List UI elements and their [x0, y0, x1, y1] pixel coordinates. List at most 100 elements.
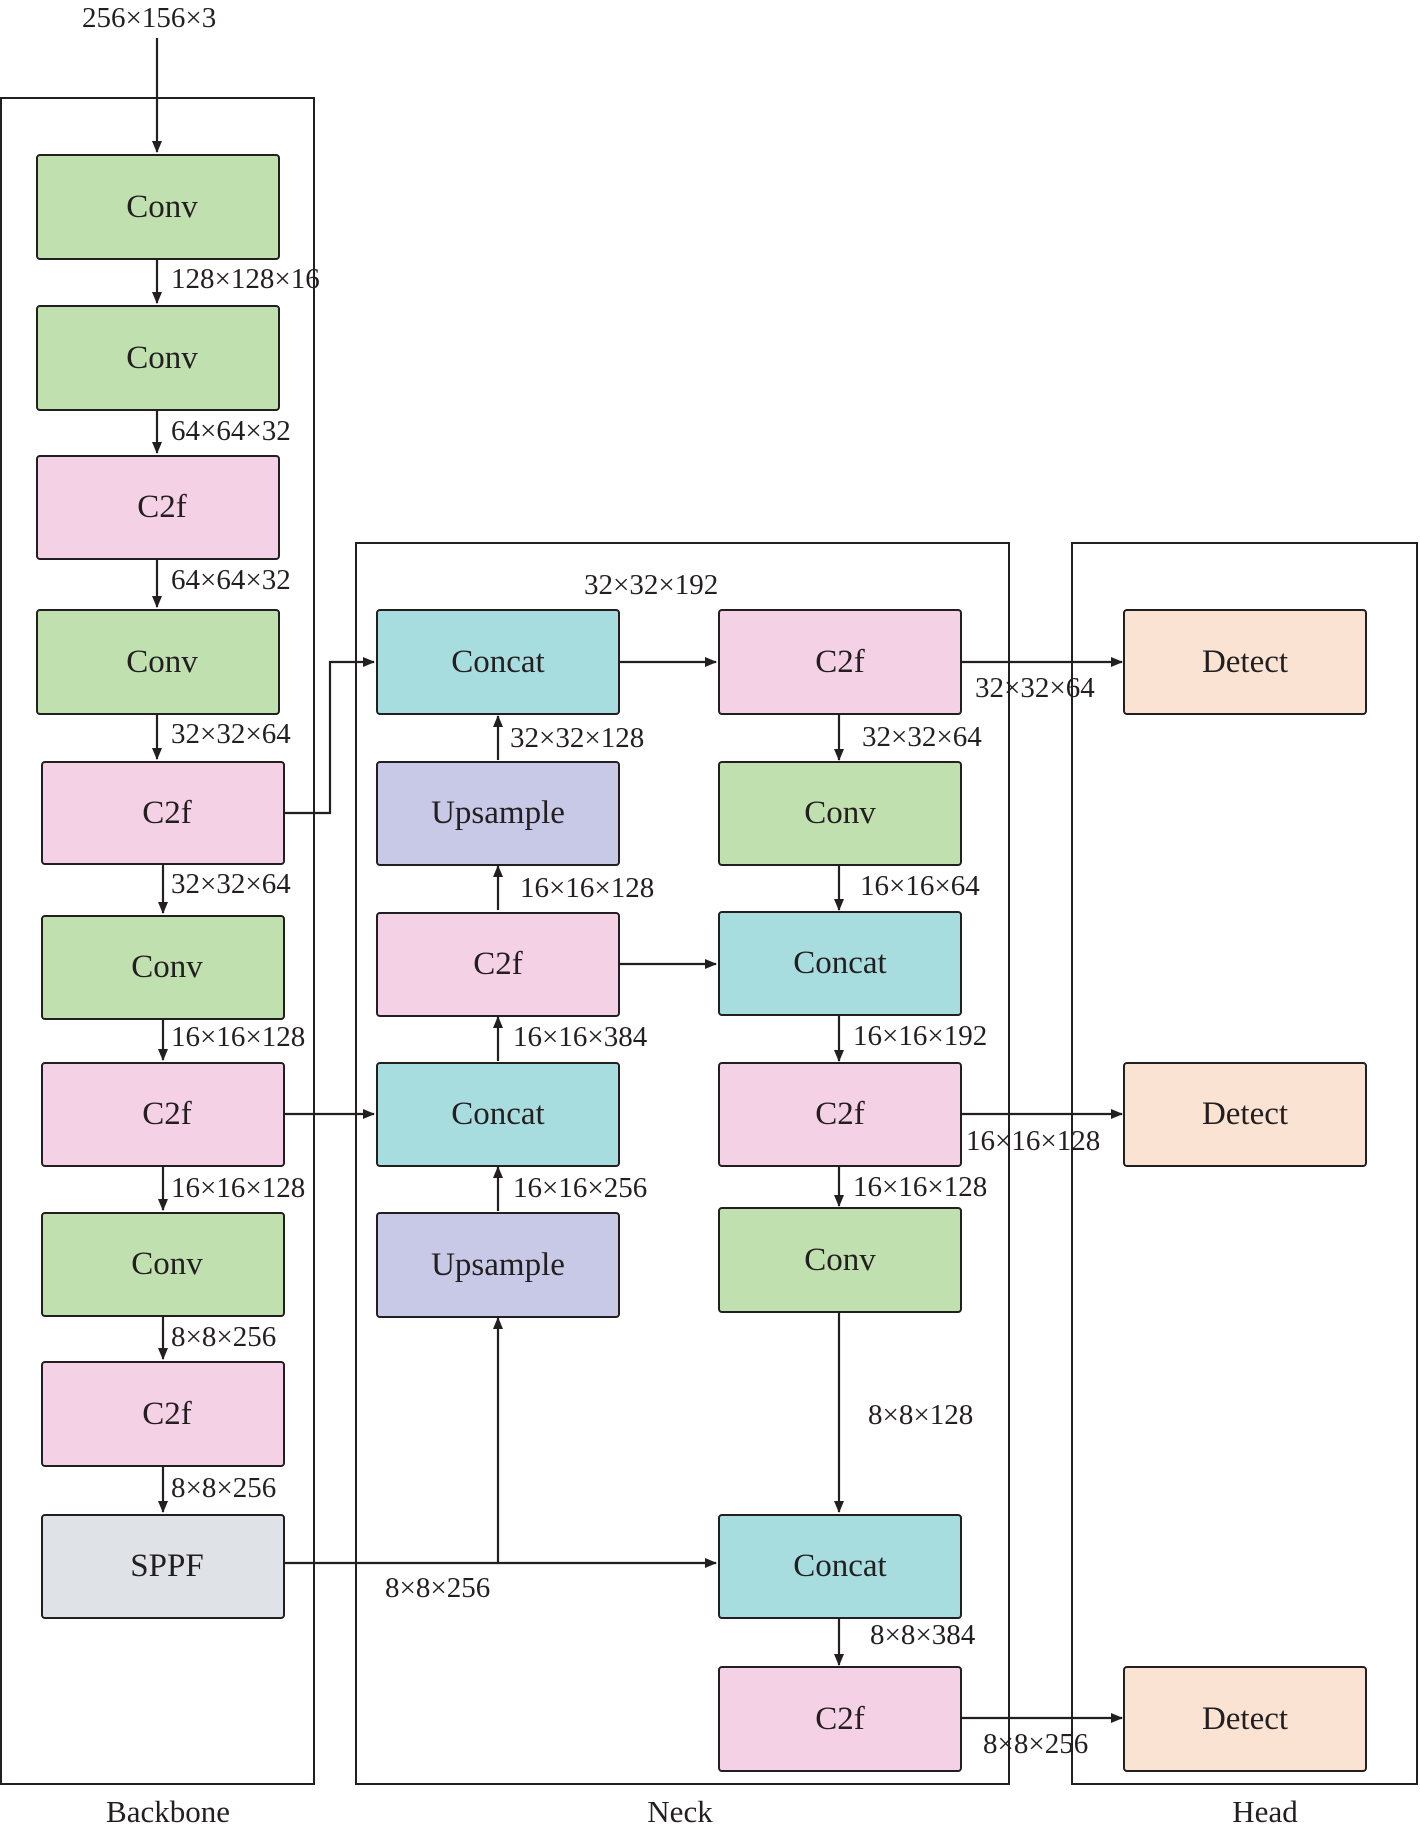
block-fill-detect — [1123, 609, 1367, 715]
block-fill-sppf — [41, 1514, 285, 1619]
c2f-block: C2f — [41, 1361, 285, 1467]
conv-block: Conv — [36, 609, 280, 715]
svg-text:Conv: Conv — [131, 1246, 203, 1282]
svg-text:Conv: Conv — [126, 340, 198, 376]
block-fill-c2f — [36, 455, 280, 560]
svg-text:Detect: Detect — [1202, 1701, 1288, 1737]
dim-label: 8×8×384 — [870, 1619, 976, 1651]
svg-text:Concat: Concat — [451, 1096, 544, 1132]
upsample-block: Upsample — [376, 761, 620, 866]
svg-text:Conv: Conv — [804, 795, 876, 831]
block-fill-c2f — [41, 761, 285, 865]
svg-text:Upsample: Upsample — [431, 1247, 565, 1283]
svg-text:C2f: C2f — [142, 795, 192, 831]
dim-label: 64×64×32 — [171, 564, 291, 596]
c2f-block: C2f — [718, 1062, 962, 1167]
c2f-block: C2f — [36, 455, 280, 560]
conv-block: Conv — [41, 915, 285, 1020]
block-fill-conv — [718, 1207, 962, 1313]
block-fill-concat — [718, 911, 962, 1016]
block-fill-concat — [376, 609, 620, 715]
dim-label: 32×32×64 — [862, 721, 982, 753]
dim-label: 16×16×384 — [513, 1021, 648, 1053]
block-fill-concat — [718, 1514, 962, 1619]
svg-text:Detect: Detect — [1202, 644, 1288, 680]
dim-label: 16×16×128 — [520, 872, 654, 904]
dim-label: 8×8×256 — [385, 1572, 490, 1604]
dim-label: 8×8×256 — [171, 1321, 276, 1353]
block-fill-c2f — [718, 609, 962, 715]
block-fill-c2f — [718, 1062, 962, 1167]
dim-label: 16×16×64 — [860, 870, 980, 902]
concat-block: Concat — [376, 609, 620, 715]
svg-text:C2f: C2f — [815, 644, 865, 680]
svg-text:C2f: C2f — [142, 1096, 192, 1132]
c2f-block: C2f — [376, 912, 620, 1017]
dim-label: 16×16×128 — [171, 1172, 305, 1204]
conv-block: Conv — [36, 154, 280, 260]
block-fill-detect — [1123, 1062, 1367, 1167]
svg-text:Conv: Conv — [131, 949, 203, 985]
detect-block: Detect — [1123, 1666, 1367, 1772]
svg-text:C2f: C2f — [137, 489, 187, 525]
svg-text:Concat: Concat — [451, 644, 544, 680]
head-title: Head — [1232, 1794, 1298, 1829]
connectors — [152, 38, 1123, 1723]
edge-c2f2-concat-a — [285, 657, 375, 815]
concat-block: Concat — [718, 1514, 962, 1619]
backbone-title: Backbone — [106, 1794, 230, 1829]
block-fill-upsample — [376, 1212, 620, 1318]
neck-title: Neck — [647, 1794, 713, 1829]
svg-text:Conv: Conv — [804, 1242, 876, 1278]
detect-block: Detect — [1123, 609, 1367, 715]
block-fill-c2f — [376, 912, 620, 1017]
svg-text:C2f: C2f — [815, 1701, 865, 1737]
block-fill-concat — [376, 1062, 620, 1167]
svg-text:Detect: Detect — [1202, 1096, 1288, 1132]
dim-label: 128×128×16 — [171, 263, 320, 295]
svg-text:Conv: Conv — [126, 189, 198, 225]
dim-label: 8×8×256 — [983, 1728, 1088, 1760]
svg-text:Concat: Concat — [793, 1548, 886, 1584]
c2f-block: C2f — [41, 761, 285, 865]
conv-block: Conv — [718, 1207, 962, 1313]
dim-label: 16×16×256 — [513, 1172, 647, 1204]
concat-block: Concat — [718, 911, 962, 1016]
conv-block: Conv — [718, 761, 962, 866]
block-fill-c2f — [41, 1062, 285, 1167]
block-fill-c2f — [718, 1666, 962, 1772]
dim-label: 8×8×128 — [868, 1399, 973, 1431]
sppf-block: SPPF — [41, 1514, 285, 1619]
dim-label: 8×8×256 — [171, 1472, 276, 1504]
block-fill-conv — [36, 305, 280, 411]
svg-text:SPPF: SPPF — [130, 1548, 203, 1584]
dim-label: 16×16×128 — [853, 1171, 987, 1203]
upsample-block: Upsample — [376, 1212, 620, 1318]
dim-label: 16×16×128 — [966, 1125, 1100, 1157]
head-panel — [1071, 542, 1418, 1785]
svg-text:C2f: C2f — [815, 1096, 865, 1132]
concat-block: Concat — [376, 1062, 620, 1167]
input-shape-label: 256×156×3 — [82, 2, 216, 34]
block-fill-conv — [718, 761, 962, 866]
dimension-labels: 128×128×16 64×64×32 64×64×32 32×32×64 32… — [171, 263, 1100, 1760]
dim-label: 32×32×192 — [584, 569, 718, 601]
svg-text:C2f: C2f — [142, 1396, 192, 1432]
block-fill-upsample — [376, 761, 620, 866]
dim-label: 32×32×64 — [171, 868, 291, 900]
dim-label: 32×32×64 — [975, 672, 1095, 704]
conv-block: Conv — [41, 1212, 285, 1317]
dim-label: 16×16×128 — [171, 1021, 305, 1053]
block-fill-conv — [41, 915, 285, 1020]
detect-block: Detect — [1123, 1062, 1367, 1167]
block-fill-detect — [1123, 1666, 1367, 1772]
block-fill-conv — [36, 154, 280, 260]
block-fill-c2f — [41, 1361, 285, 1467]
c2f-block: C2f — [718, 1666, 962, 1772]
dim-label: 64×64×32 — [171, 415, 291, 447]
conv-block: Conv — [36, 305, 280, 411]
block-fill-conv — [36, 609, 280, 715]
c2f-block: C2f — [41, 1062, 285, 1167]
block-fill-conv — [41, 1212, 285, 1317]
